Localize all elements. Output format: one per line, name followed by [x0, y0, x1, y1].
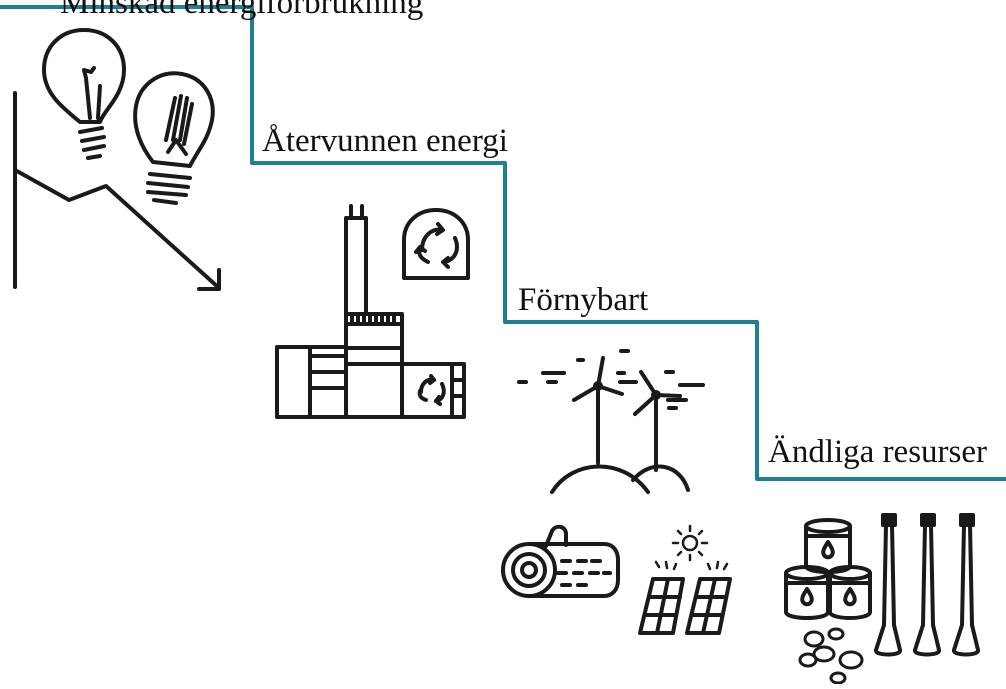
waste-incineration-plant-icon	[275, 204, 466, 419]
staircase-line	[0, 5, 1006, 481]
sun-icon	[654, 524, 729, 571]
recycling-icon	[417, 374, 446, 406]
recycling-icon	[402, 208, 470, 280]
wind-turbines-icon	[517, 349, 705, 494]
solar-panels-icon	[638, 577, 732, 635]
log-wood-icon	[501, 524, 620, 598]
oil-barrels-icon	[784, 518, 872, 620]
fuel-pipes-icon	[874, 513, 980, 657]
declining-trend-arrow-icon	[13, 91, 221, 291]
step-label-reduced-consumption: Minskad energiförbrukning	[60, 0, 424, 21]
step-label-renewable: Förnybart	[518, 282, 649, 318]
step-label-finite-resources: Ändliga resurser	[768, 434, 988, 470]
coal-lumps-icon	[798, 627, 864, 685]
step-label-recovered-energy: Återvunnen energi	[262, 123, 508, 159]
light-bulbs-icon	[42, 28, 215, 205]
